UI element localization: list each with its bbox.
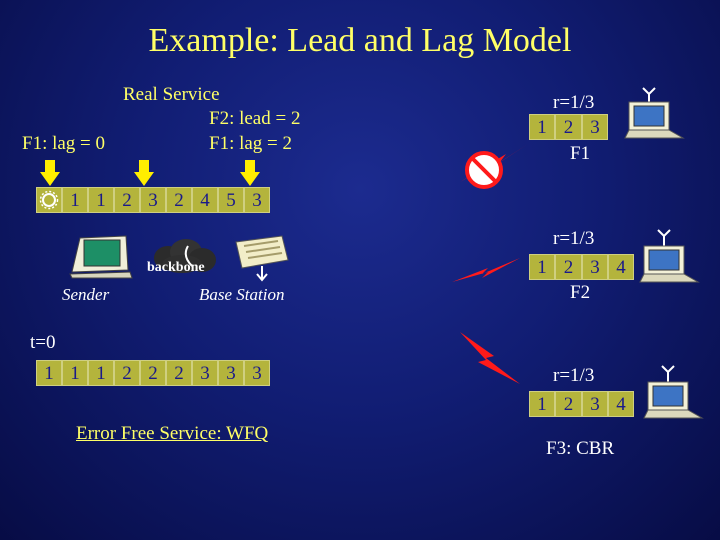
- arrow-down-middle-icon: [134, 160, 154, 186]
- computer-icon: [69, 235, 133, 279]
- laptop-icon: [624, 87, 685, 139]
- error-free-label: Error Free Service: WFQ: [76, 423, 269, 444]
- queue-cell: 1: [62, 187, 88, 213]
- time-label: t=0: [30, 332, 56, 353]
- scheduler-cell: [36, 187, 62, 213]
- f2-lead-label: F2: lead = 2: [209, 108, 301, 129]
- queue-cell: 3: [582, 391, 608, 417]
- flow-queue: 1 2 3 4: [529, 254, 634, 280]
- flow-name-label: F2: [570, 282, 591, 303]
- queue-cell: 1: [88, 187, 114, 213]
- flow-name-label: F3: CBR: [546, 438, 615, 459]
- gear-icon: [39, 190, 59, 210]
- queue-cell: 2: [166, 360, 192, 386]
- queue-cell: 2: [555, 391, 582, 417]
- queue-cell: 3: [140, 187, 166, 213]
- flow-rate-label: r=1/3: [553, 92, 595, 113]
- real-service-heading: Real Service: [123, 84, 220, 105]
- queue-cell: 4: [608, 391, 634, 417]
- queue-cell: 3: [192, 360, 218, 386]
- laptop-icon: [643, 365, 704, 419]
- base-station-label: Base Station: [199, 285, 285, 304]
- queue-cell: 2: [166, 187, 192, 213]
- queue-cell: 1: [529, 114, 555, 140]
- queue-cell: 2: [140, 360, 166, 386]
- queue-cell: 4: [192, 187, 218, 213]
- arrow-down-left-icon: [40, 160, 60, 186]
- queue-cell: 3: [244, 187, 270, 213]
- queue-cell: 2: [114, 187, 140, 213]
- queue-cell: 1: [529, 254, 555, 280]
- sender-label: Sender: [62, 285, 110, 304]
- queue-cell: 1: [62, 360, 88, 386]
- f1-lag-left-label: F1: lag = 0: [22, 133, 106, 154]
- flow-queue: 1 2 3: [529, 114, 608, 140]
- queue-cell: 5: [218, 187, 244, 213]
- queue-cell: 2: [555, 254, 582, 280]
- queue-cell: 3: [244, 360, 270, 386]
- queue-cell: 1: [529, 391, 555, 417]
- flow-queue: 1 2 3 4: [529, 391, 634, 417]
- queue-cell: 1: [36, 360, 62, 386]
- queue-cell: 2: [114, 360, 140, 386]
- backbone-label: backbone: [147, 260, 205, 275]
- queue-cell: 3: [582, 254, 608, 280]
- wfq-queue: 1 1 1 2 2 2 3 3 3: [36, 360, 270, 386]
- queue-cell: 3: [582, 114, 608, 140]
- lightning-icon: [460, 332, 520, 384]
- queue-cell: 2: [555, 114, 582, 140]
- queue-cell: 4: [608, 254, 634, 280]
- blocked-link-icon: [460, 144, 528, 189]
- flow-rate-label: r=1/3: [553, 365, 595, 386]
- laptop-icon: [639, 229, 700, 283]
- queue-cell: 1: [88, 360, 114, 386]
- flow-rate-label: r=1/3: [553, 228, 595, 249]
- f1-lag-right-label: F1: lag = 2: [209, 133, 293, 154]
- arrow-down-right-icon: [240, 160, 260, 186]
- base-station-icon: [235, 235, 289, 282]
- lightning-icon: [452, 258, 520, 282]
- slide-title: Example: Lead and Lag Model: [148, 22, 572, 59]
- cloud-icon: [154, 239, 216, 273]
- flow-name-label: F1: [570, 143, 591, 164]
- queue-cell: 3: [218, 360, 244, 386]
- top-queue: 1 1 2 3 2 4 5 3: [62, 187, 270, 213]
